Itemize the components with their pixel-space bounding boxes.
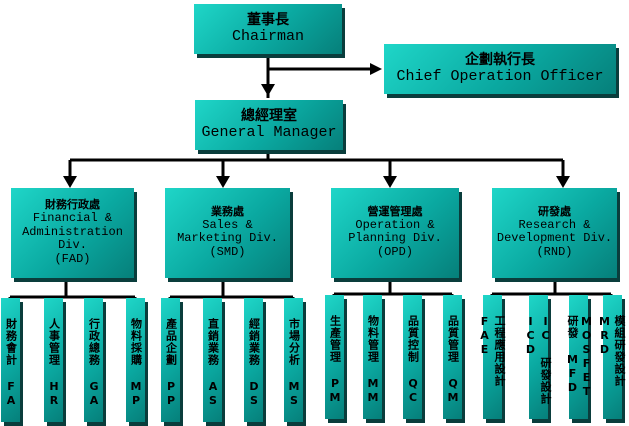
unit-ms: 市場分析 MS bbox=[284, 298, 303, 422]
dept-en1: Sales & bbox=[202, 217, 253, 232]
gm-en: General Manager bbox=[201, 124, 337, 142]
dept-en2: Planning Div. bbox=[348, 231, 442, 246]
unit-ds: 經銷業務 DS bbox=[244, 298, 263, 422]
unit-fae: 工程應用設計 FAE bbox=[478, 295, 506, 419]
dept-opd: 營運管理處 Operation & Planning Div. (OPD) bbox=[331, 188, 459, 278]
dept-abbr: (OPD) bbox=[376, 245, 413, 260]
dept-en1: Operation & bbox=[355, 217, 435, 232]
unit-mfd: MOSFET 研發 MFD bbox=[566, 295, 593, 419]
chairman-en: Chairman bbox=[231, 28, 304, 46]
dept-en3: Div. bbox=[58, 238, 87, 253]
unit-qm: 品質管理 QM bbox=[443, 295, 462, 419]
dept-abbr: (SMD) bbox=[209, 245, 246, 260]
unit-mrd: 模組研發設計 MRD bbox=[598, 295, 626, 419]
dept-en2: Marketing Div. bbox=[177, 231, 278, 246]
coo-cn: 企劃執行長 bbox=[465, 52, 535, 69]
unit-icd: IC 研發設計 ICD bbox=[524, 295, 552, 419]
unit-as: 直銷業務 AS bbox=[203, 298, 222, 422]
unit-hr: 人事管理 HR bbox=[44, 298, 63, 422]
dept-en2: Administration bbox=[22, 224, 123, 239]
gm-cn: 總經理室 bbox=[241, 108, 297, 125]
dept-en1: Financial & bbox=[32, 210, 113, 225]
unit-ga: 行政總務 GA bbox=[84, 298, 103, 422]
dept-smd: 業務處 Sales & Marketing Div. (SMD) bbox=[165, 188, 290, 278]
chairman-cn: 董事長 bbox=[247, 12, 289, 29]
coo-box: 企劃執行長 Chief Operation Officer bbox=[384, 44, 616, 94]
unit-mp: 物料採購 MP bbox=[126, 298, 145, 422]
general-manager-box: 總經理室 General Manager bbox=[195, 100, 343, 150]
dept-abbr: (FAD) bbox=[54, 252, 91, 267]
dept-cn: 研發處 bbox=[538, 204, 571, 218]
dept-rnd: 研發處 Research & Development Div. (RND) bbox=[492, 188, 617, 278]
unit-qc: 品質控制 QC bbox=[403, 295, 422, 419]
dept-cn: 營運管理處 bbox=[367, 204, 423, 218]
dept-en1: Research & bbox=[518, 217, 591, 232]
coo-en: Chief Operation Officer bbox=[396, 68, 604, 86]
dept-cn: 業務處 bbox=[211, 204, 244, 218]
chairman-box: 董事長 Chairman bbox=[194, 4, 342, 54]
unit-fa: 財務會計 FA bbox=[1, 298, 20, 422]
unit-pm: 生產管理 PM bbox=[325, 295, 344, 419]
unit-pp: 產品企劃 PP bbox=[161, 298, 180, 422]
dept-abbr: (RND) bbox=[536, 245, 573, 260]
dept-en2: Development Div. bbox=[496, 231, 613, 246]
unit-mm: 物料管理 MM bbox=[363, 295, 382, 419]
dept-fad: 財務行政處 Financial & Administration Div. (F… bbox=[11, 188, 134, 278]
dept-cn: 財務行政處 bbox=[45, 198, 100, 212]
